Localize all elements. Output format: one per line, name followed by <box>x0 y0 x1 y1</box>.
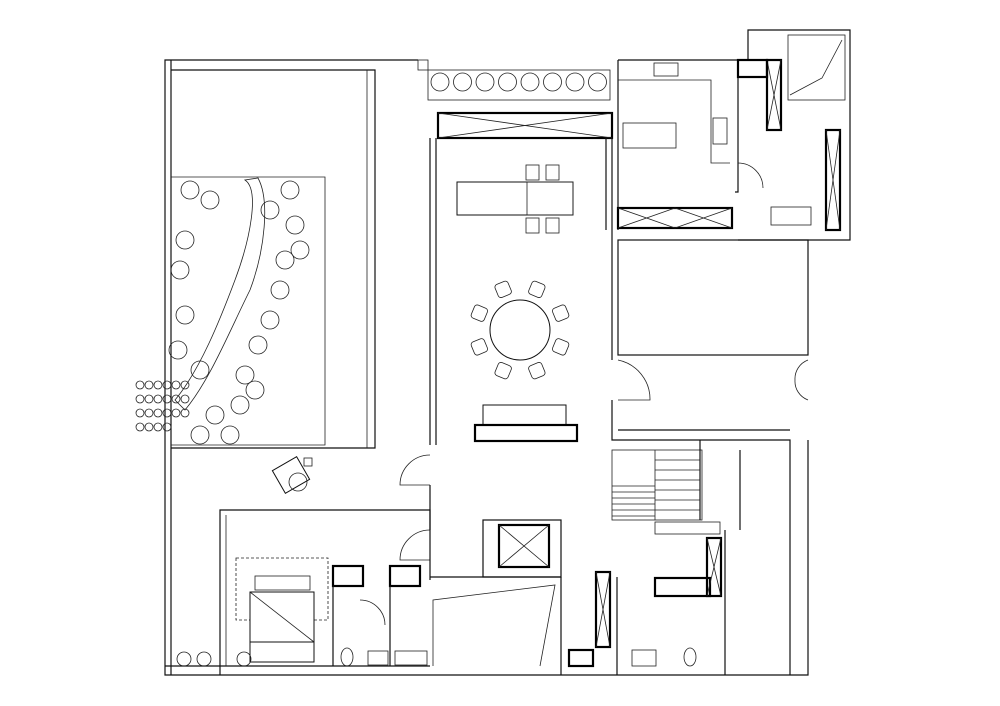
door <box>399 529 431 561</box>
shrub <box>171 394 181 404</box>
shrub <box>190 425 210 445</box>
shrub <box>180 408 190 418</box>
planter-pot <box>176 651 192 667</box>
stove <box>654 521 721 535</box>
bottom-right-rooms <box>560 521 726 675</box>
toilet <box>683 647 697 667</box>
shrub <box>135 394 145 404</box>
garden <box>135 69 376 449</box>
shrub <box>170 260 190 280</box>
sink <box>712 117 728 145</box>
kitchen <box>616 59 764 230</box>
stove <box>653 62 679 77</box>
shrub <box>171 408 181 418</box>
shrub <box>260 310 280 330</box>
chair <box>525 217 540 234</box>
sofa <box>482 404 567 426</box>
chair <box>552 338 570 356</box>
shrub <box>168 340 188 360</box>
elevator <box>430 519 562 667</box>
chair <box>528 280 546 298</box>
chair <box>470 338 488 356</box>
shrub <box>144 422 154 432</box>
kitchen-island <box>622 122 677 149</box>
round-table <box>489 299 551 361</box>
shrub <box>290 240 310 260</box>
chair <box>528 362 546 380</box>
shrub <box>235 365 255 385</box>
shrub <box>205 405 225 425</box>
bathroom-top-right <box>736 29 851 241</box>
shrub <box>162 422 172 432</box>
kitchen-cabinet <box>616 206 734 230</box>
stove <box>394 650 428 666</box>
chair <box>525 164 540 181</box>
door <box>399 454 431 486</box>
planter-pot <box>543 72 562 92</box>
planter-pot <box>453 72 472 92</box>
bottom-left-planters <box>176 651 252 667</box>
top-planters <box>417 59 611 101</box>
planter-pot <box>588 72 607 92</box>
shrub <box>248 335 268 355</box>
shrub <box>180 394 190 404</box>
shrub <box>144 380 154 390</box>
shrub <box>180 180 200 200</box>
room-right <box>611 239 809 675</box>
shrub <box>153 422 163 432</box>
shrub <box>162 380 172 390</box>
chair <box>545 164 560 181</box>
sink <box>367 650 389 666</box>
shrub <box>175 230 195 250</box>
shrub <box>260 200 280 220</box>
dining-table <box>456 181 574 216</box>
shrubs <box>135 180 310 445</box>
shrub <box>245 380 265 400</box>
planter-pot <box>475 72 495 92</box>
shrub <box>135 380 145 390</box>
vanity <box>770 206 812 226</box>
shrub <box>153 408 163 418</box>
shrub <box>175 305 195 325</box>
stairs <box>611 440 741 530</box>
shrub <box>162 408 172 418</box>
shrub <box>135 422 145 432</box>
planter-pot <box>430 72 450 92</box>
bedroom <box>219 509 431 675</box>
planter-pot <box>520 72 540 92</box>
shrub <box>280 180 300 200</box>
shrub <box>144 408 154 418</box>
planter-pot <box>565 72 585 92</box>
lounge-chair <box>271 456 313 494</box>
shrub <box>200 190 220 210</box>
shrub <box>144 394 154 404</box>
shrub <box>135 408 145 418</box>
chair <box>552 304 570 322</box>
chair <box>470 304 488 322</box>
bathtub <box>787 34 846 101</box>
chair <box>545 217 560 234</box>
shrub <box>220 425 240 445</box>
planter-pot <box>236 651 252 667</box>
planter-pot <box>196 651 212 667</box>
chair <box>494 362 512 380</box>
chair <box>494 280 512 298</box>
cabinet <box>436 111 614 140</box>
shrub <box>230 395 250 415</box>
tv-cabinet <box>473 423 579 443</box>
living-hall <box>399 111 614 561</box>
shrub <box>153 380 163 390</box>
shrub <box>171 380 181 390</box>
shrub <box>275 250 295 270</box>
outer-walls <box>164 59 809 676</box>
sink <box>631 649 657 667</box>
toilet <box>340 647 354 667</box>
planter-pot <box>498 72 517 92</box>
shrub <box>180 380 190 390</box>
shrub <box>270 280 290 300</box>
shrub <box>153 394 163 404</box>
shrub <box>285 215 305 235</box>
shrub <box>162 394 172 404</box>
shrub <box>190 360 210 380</box>
